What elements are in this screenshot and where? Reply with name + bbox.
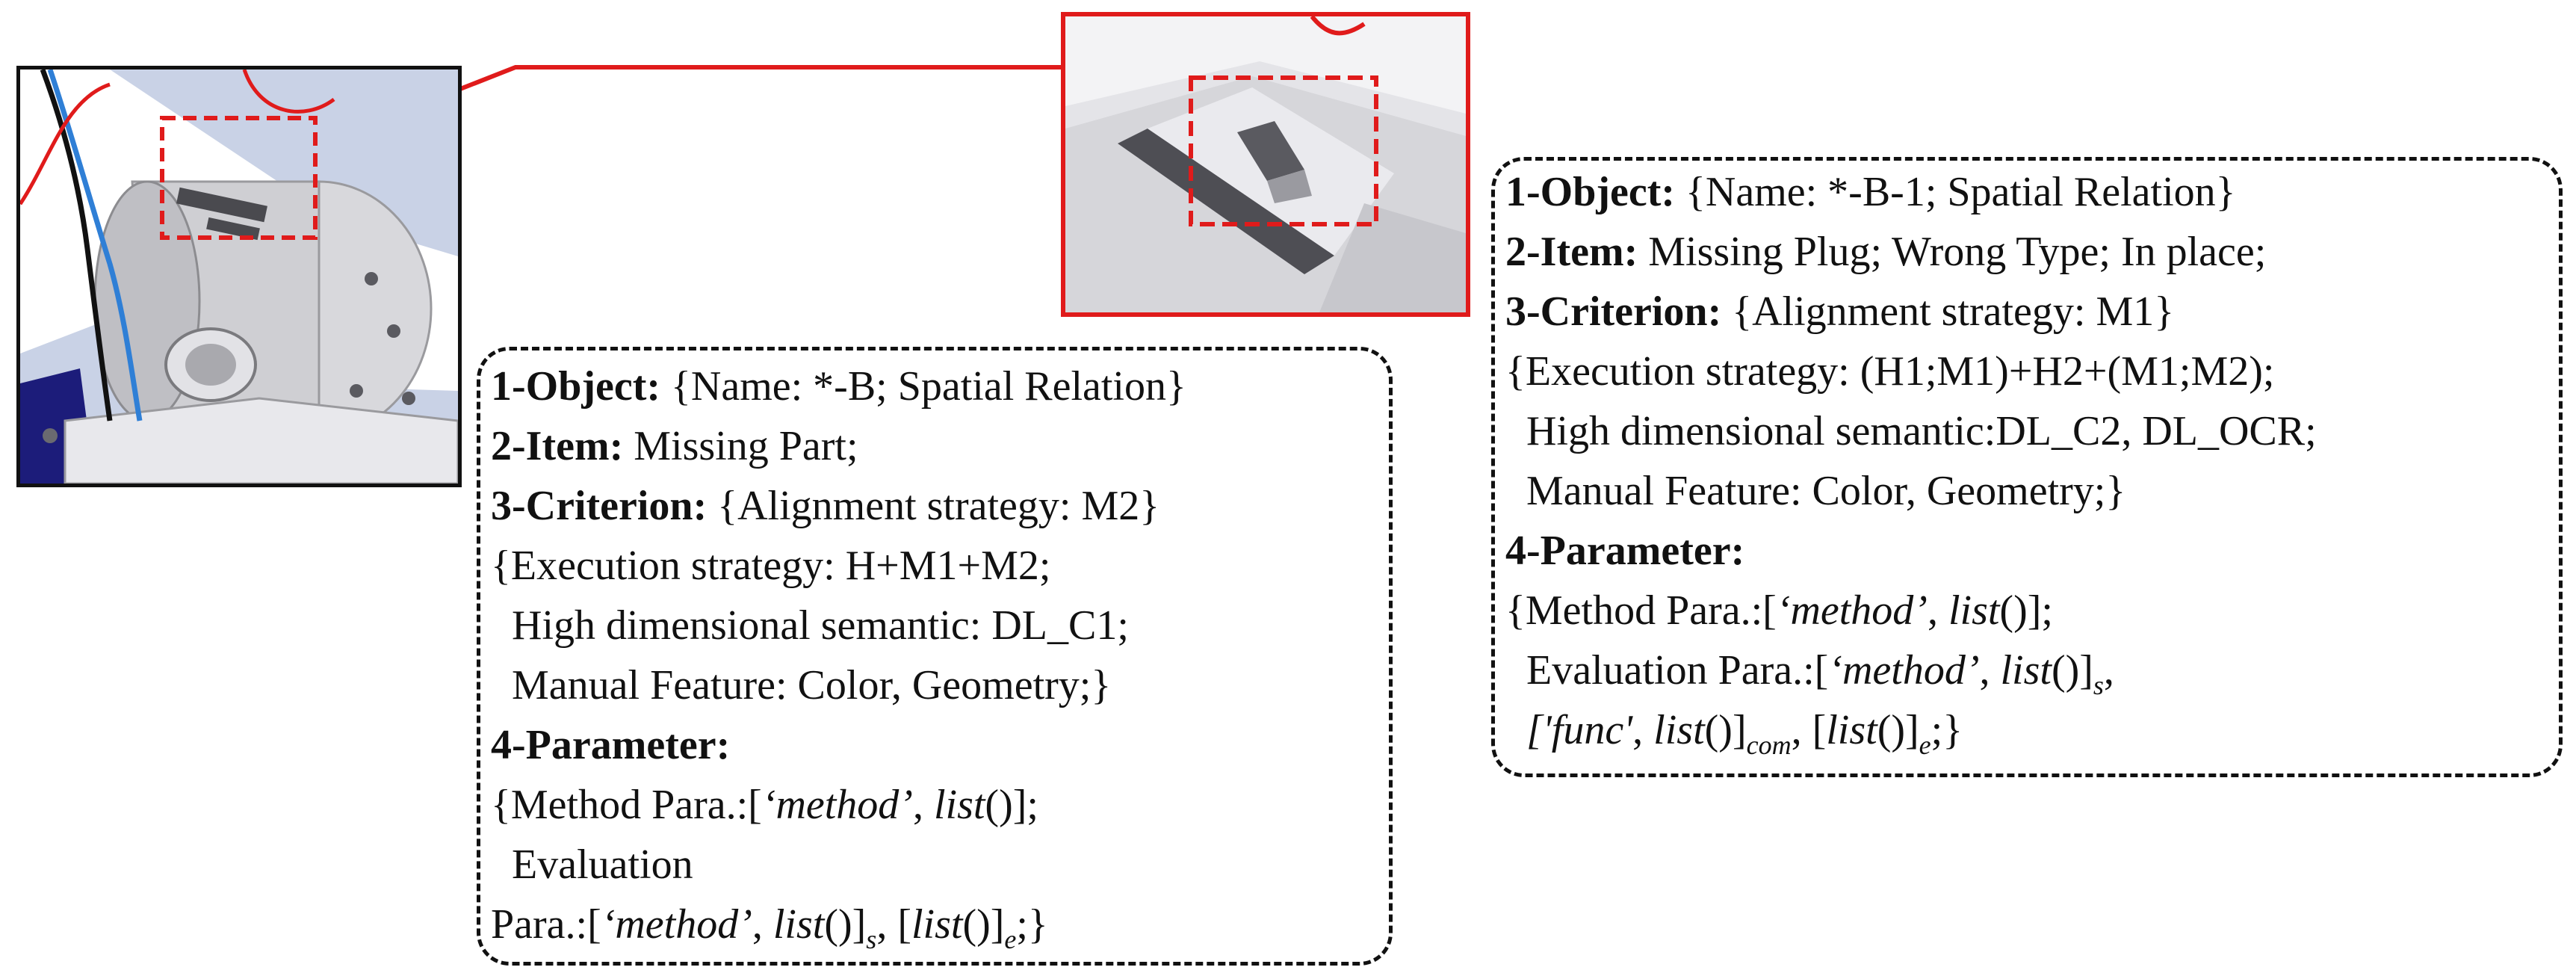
paren: () xyxy=(962,901,991,948)
criterion-label: 3-Criterion: xyxy=(1505,288,1722,335)
eval-mid: , [ xyxy=(876,901,911,948)
paren: () xyxy=(1999,587,2028,634)
method-word: ‘method’ xyxy=(1776,587,1928,634)
list-word: list xyxy=(1653,707,1705,753)
func-word: ['func' xyxy=(1526,707,1633,753)
method-para-suffix: ]; xyxy=(2027,587,2053,634)
eval-end: ;} xyxy=(1016,901,1048,948)
criterion-label: 3-Criterion: xyxy=(491,483,708,529)
func-para-row: ['func', list()]com, [list()]e;} xyxy=(1526,708,1963,768)
object-row: 1-Object: {Name: *-B; Spatial Relation} xyxy=(491,364,1186,409)
item-row: 2-Item: Missing Part; xyxy=(491,424,858,469)
bracket-close: ] xyxy=(852,901,867,948)
list-word: list xyxy=(933,782,985,828)
paren: () xyxy=(1877,707,1905,753)
execution-strategy: {Execution strategy: (H1;M1)+H2+(M1;M2); xyxy=(1505,348,2275,395)
object-value: {Name: *-B; Spatial Relation} xyxy=(660,363,1186,410)
spec-box-missing-plug: 1-Object: {Name: *-B-1; Spatial Relation… xyxy=(1491,157,2563,777)
paren: () xyxy=(824,901,852,948)
object-value: {Name: *-B-1; Spatial Relation} xyxy=(1675,169,2236,215)
method-para-prefix: {Method Para.:[ xyxy=(1505,587,1777,634)
comma: , xyxy=(1927,587,1948,634)
criterion-row: 3-Criterion: {Alignment strategy: M2} xyxy=(491,484,1159,528)
semantic-feature: High dimensional semantic:DL_C2, DL_OCR; xyxy=(1526,408,2317,454)
evaluation-word: Evaluation xyxy=(512,841,693,888)
comma: , xyxy=(1632,707,1654,753)
semantic-feature: High dimensional semantic: DL_C1; xyxy=(512,602,1129,649)
item-label: 2-Item: xyxy=(491,423,624,469)
manual-feature: Manual Feature: Color, Geometry;} xyxy=(1526,468,2126,514)
paren: () xyxy=(2051,647,2080,694)
object-label: 1-Object: xyxy=(491,363,661,410)
comma: , xyxy=(752,901,773,948)
method-para-prefix: {Method Para.:[ xyxy=(491,782,762,828)
bracket-close: ] xyxy=(990,901,1005,948)
list-word: list xyxy=(911,901,963,948)
eval-para-row: Evaluation Para.:[‘method’, list()]s, xyxy=(1526,648,2114,708)
item-value: Missing Plug; Wrong Type; In place; xyxy=(1638,229,2267,275)
subscript-e: e xyxy=(1919,730,1931,760)
manual-feature: Manual Feature: Color, Geometry;} xyxy=(512,662,1112,708)
execution-strategy: {Execution strategy: H+M1+M2; xyxy=(491,543,1051,589)
cad-overview-image xyxy=(16,66,462,487)
eval-para-prefix: Para.:[ xyxy=(491,901,601,948)
object-label: 1-Object: xyxy=(1505,169,1676,215)
list-word: list xyxy=(1826,707,1877,753)
eval-mid: , [ xyxy=(1791,707,1827,753)
bracket-close: ] xyxy=(1905,707,1919,753)
criterion-value: {Alignment strategy: M2} xyxy=(707,483,1160,529)
criterion-row: 3-Criterion: {Alignment strategy: M1} xyxy=(1505,289,2174,334)
eval-para-prefix: Evaluation Para.:[ xyxy=(1526,647,1829,694)
method-para-suffix: ]; xyxy=(1012,782,1038,828)
comma: , xyxy=(912,782,934,828)
method-para-row: {Method Para.:[‘method’, list()]; xyxy=(1505,588,2053,633)
highlight-box-small xyxy=(160,116,318,240)
method-word: ‘method’ xyxy=(761,782,913,828)
parameter-label: 4-Parameter: xyxy=(491,722,731,768)
subscript-s: s xyxy=(2093,670,2104,700)
cad-zoom-image xyxy=(1061,12,1470,317)
paren: () xyxy=(985,782,1013,828)
item-value: Missing Part; xyxy=(623,423,858,469)
highlight-box-zoom xyxy=(1189,75,1378,226)
list-word: list xyxy=(773,901,825,948)
list-word: list xyxy=(2000,647,2052,694)
bracket-close: ] xyxy=(2079,647,2093,694)
item-label: 2-Item: xyxy=(1505,229,1638,275)
method-word: ‘method’ xyxy=(1828,647,1980,694)
object-row: 1-Object: {Name: *-B-1; Spatial Relation… xyxy=(1505,170,2236,214)
list-word: list xyxy=(1948,587,2000,634)
subscript-s: s xyxy=(866,924,877,954)
parameter-label: 4-Parameter: xyxy=(1505,528,1745,574)
eval-para-row: Para.:[‘method’, list()]s, [list()]e;} xyxy=(491,902,1048,962)
bracket-close: ] xyxy=(1732,707,1747,753)
comma: , xyxy=(2103,647,2114,694)
spec-box-missing-part: 1-Object: {Name: *-B; Spatial Relation} … xyxy=(477,347,1393,966)
method-para-row: {Method Para.:[‘method’, list()]; xyxy=(491,782,1038,827)
method-word: ‘method’ xyxy=(601,901,752,948)
eval-end: ;} xyxy=(1931,707,1963,753)
criterion-value: {Alignment strategy: M1} xyxy=(1721,288,2175,335)
subscript-com: com xyxy=(1746,730,1792,760)
subscript-e: e xyxy=(1004,924,1017,954)
item-row: 2-Item: Missing Plug; Wrong Type; In pla… xyxy=(1505,229,2266,274)
paren: () xyxy=(1704,707,1733,753)
comma: , xyxy=(1979,647,2001,694)
